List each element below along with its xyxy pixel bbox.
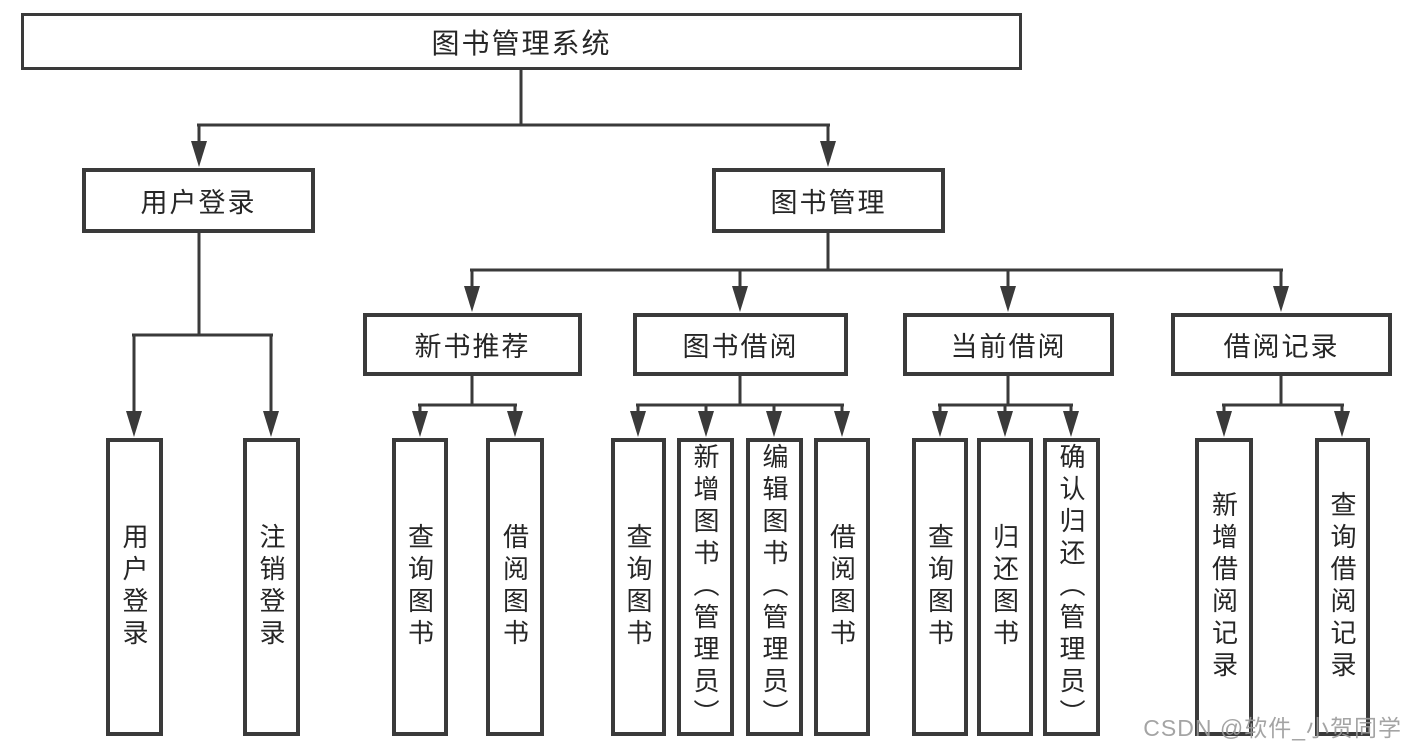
- leaf-query-borrow-record: 查询借阅记录: [1315, 438, 1370, 736]
- connector-borrowing-records-to-leaves: [1216, 375, 1350, 437]
- leaf-add-books-admin: 新增图书（管理员）: [677, 438, 734, 736]
- leaf-return-books: 归还图书: [977, 438, 1033, 736]
- node-new-book-recommendation: 新书推荐: [363, 313, 582, 376]
- connector-book-borrowing-to-leaves: [630, 375, 850, 437]
- node-book-management: 图书管理: [712, 168, 945, 233]
- leaf-borrow-books: 借阅图书: [814, 438, 870, 736]
- leaf-add-borrow-record: 新增借阅记录: [1195, 438, 1253, 736]
- csdn-watermark: CSDN @软件_小贺同学: [1143, 715, 1402, 741]
- leaf-user-login: 用户登录: [106, 438, 163, 736]
- node-book-borrowing: 图书借阅: [633, 313, 848, 376]
- leaf-edit-books-admin: 编辑图书（管理员）: [746, 438, 803, 736]
- connector-root-to-level2: [191, 70, 836, 167]
- leaf-confirm-return-admin: 确认归还（管理员）: [1043, 438, 1100, 736]
- connector-new-book-recommendation-to-leaves: [412, 375, 523, 437]
- node-borrowing-records: 借阅记录: [1171, 313, 1392, 376]
- connector-user-login-to-leaves: [126, 232, 279, 437]
- connector-book-management-to-level3: [464, 232, 1289, 312]
- node-user-login: 用户登录: [82, 168, 315, 233]
- leaf-query-books-current: 查询图书: [912, 438, 968, 736]
- connector-current-borrowing-to-leaves: [932, 375, 1079, 437]
- leaf-borrow-books-recommend: 借阅图书: [486, 438, 544, 736]
- node-library-management-system: 图书管理系统: [21, 13, 1022, 70]
- leaf-query-books-borrowing: 查询图书: [611, 438, 666, 736]
- leaf-query-books-recommend: 查询图书: [392, 438, 448, 736]
- node-current-borrowing: 当前借阅: [903, 313, 1114, 376]
- leaf-logout: 注销登录: [243, 438, 300, 736]
